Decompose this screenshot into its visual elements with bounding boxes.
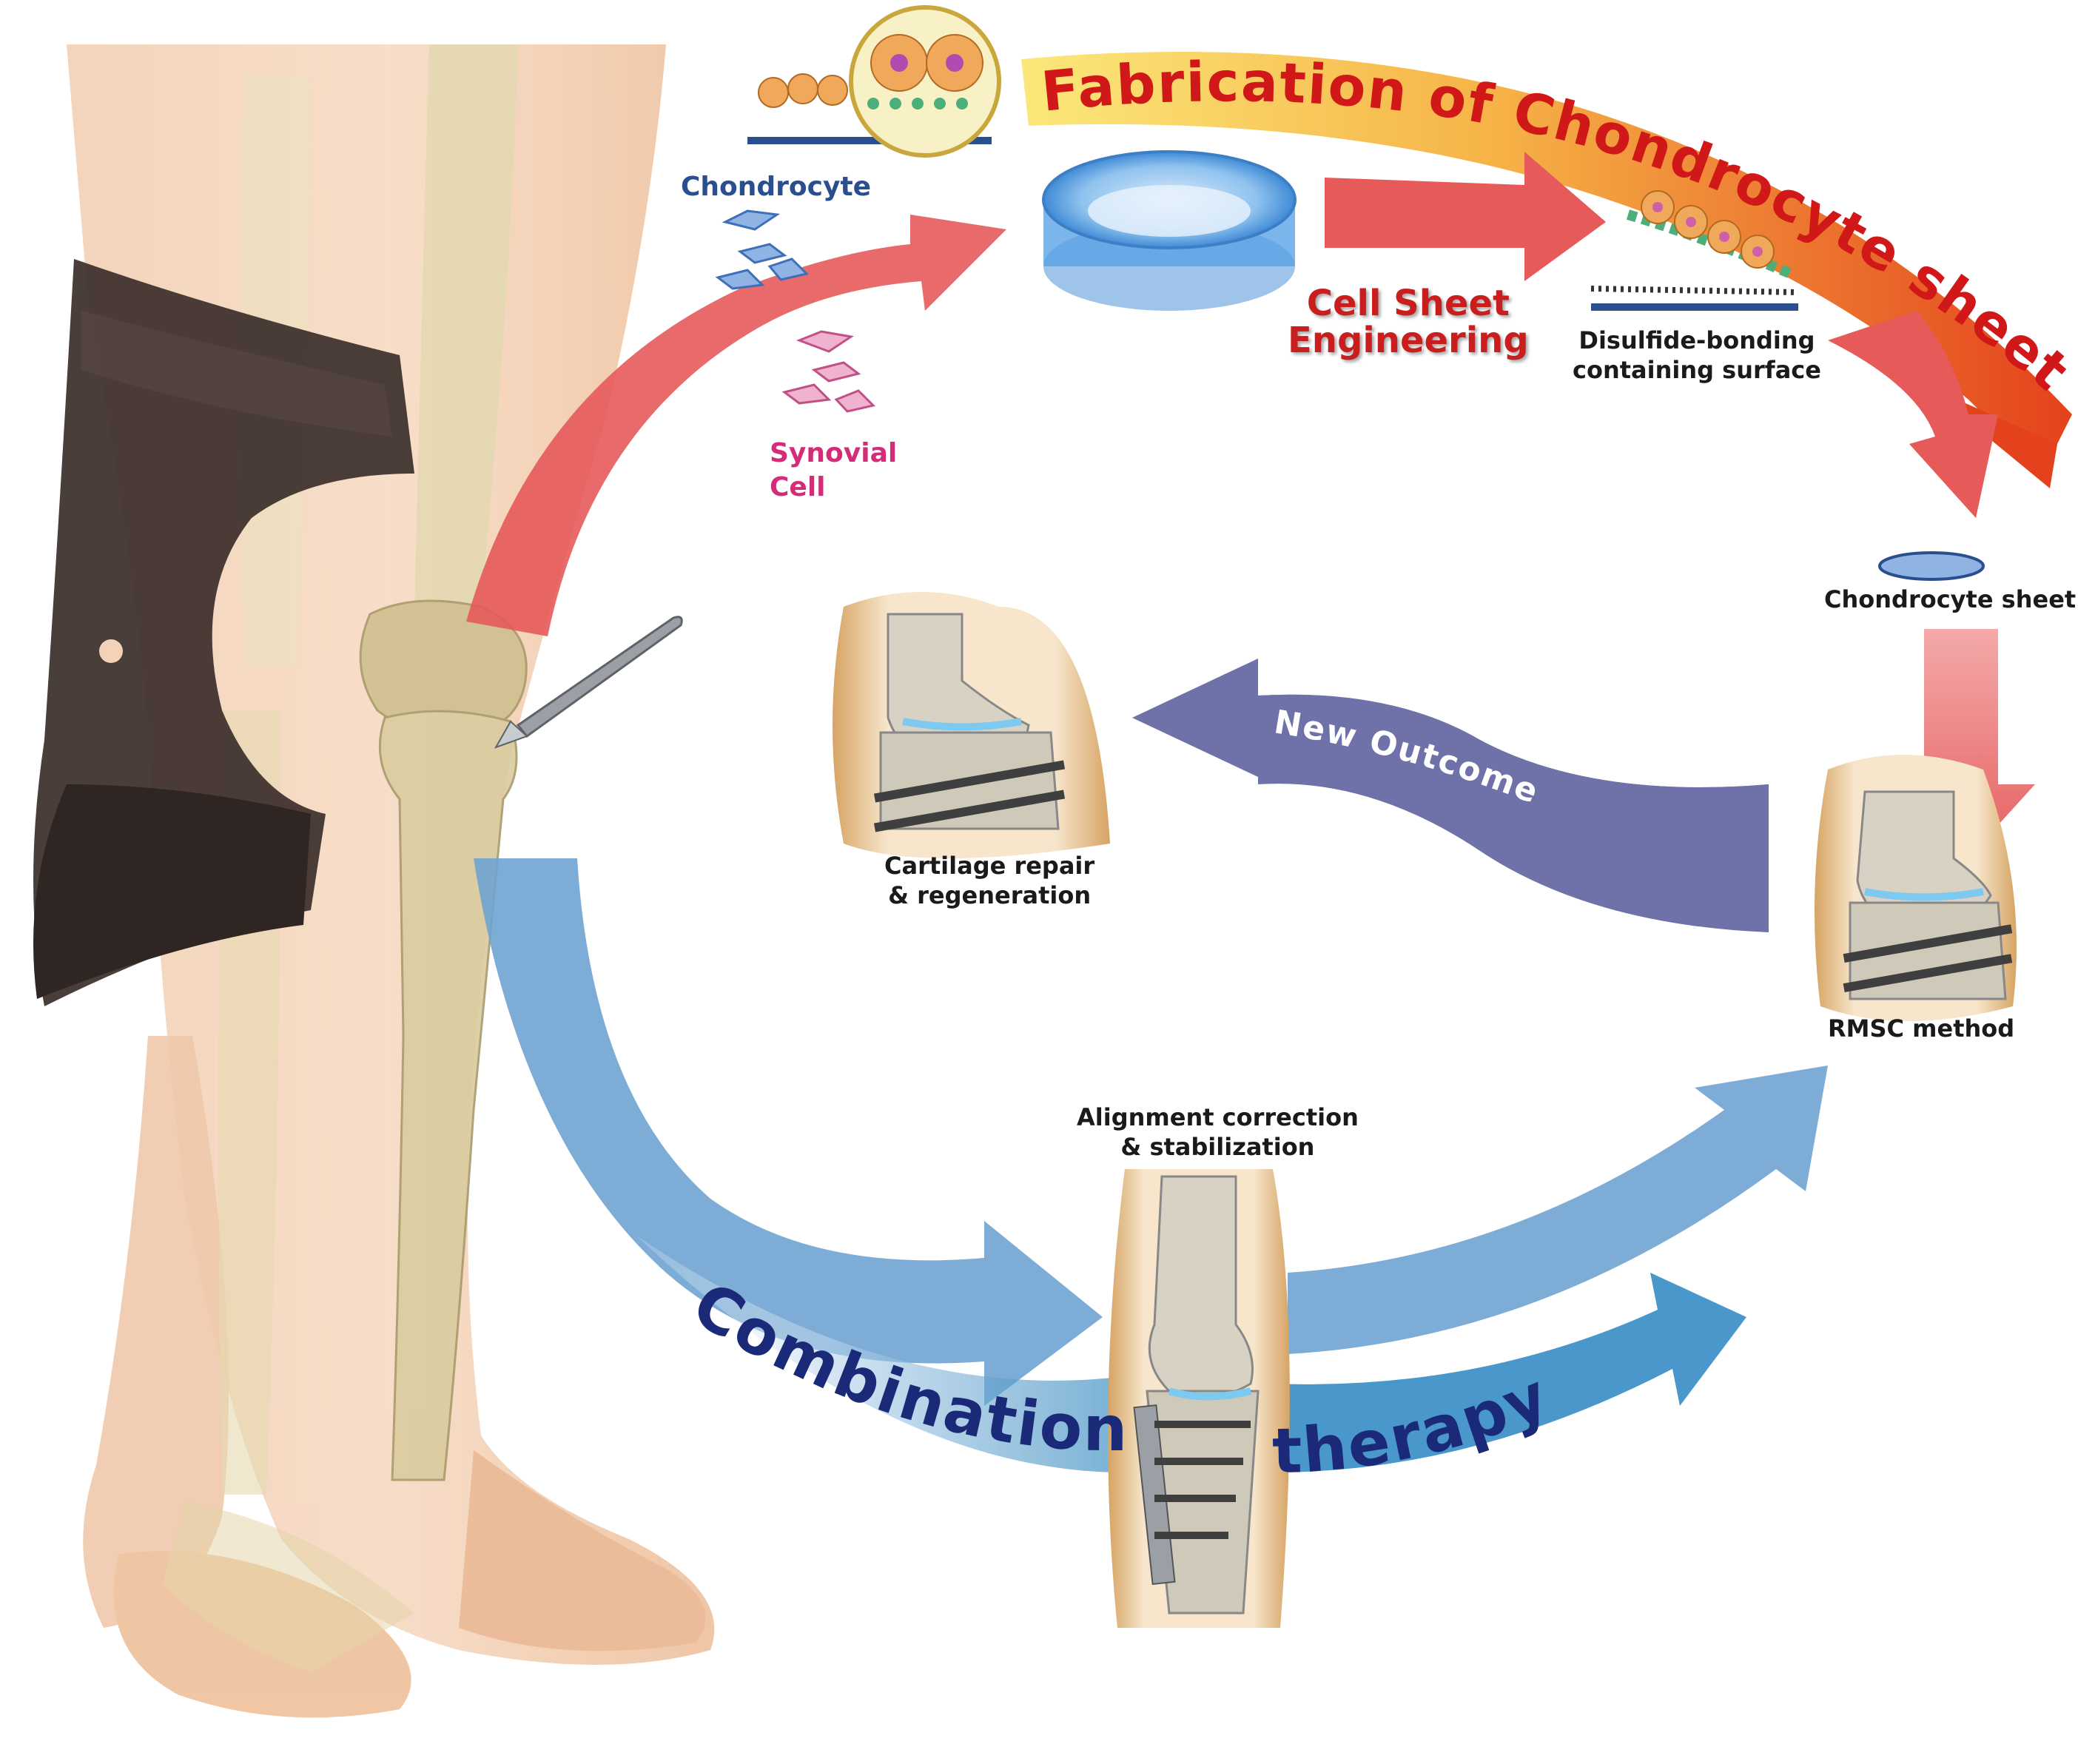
petri-dish-icon: [1042, 150, 1297, 311]
knee-panel-alignment: [1108, 1169, 1290, 1628]
label-cell-sheet-line1: Cell Sheet: [1306, 283, 1510, 324]
label-synovial-cell: Synovial Cell: [770, 437, 897, 505]
knee-brace: [33, 259, 414, 1006]
label-alignment-line2: & stabilization: [1120, 1133, 1315, 1161]
label-disulfide-surface: Disulfide-bonding containing surface: [1573, 326, 1821, 385]
label-disulfide-line2: containing surface: [1573, 356, 1821, 384]
red-arrow-to-sheet: [1828, 311, 1998, 518]
label-rmsc-method: RMSC method: [1828, 1014, 2015, 1043]
label-cell-sheet-line2: Engineering: [1288, 320, 1529, 361]
combination-therapy-band: [636, 1236, 1125, 1472]
label-synovial-line1: Synovial: [770, 438, 898, 468]
label-chondrocyte: Chondrocyte: [681, 172, 872, 202]
knee-panel-rmsc: [1815, 755, 2017, 1021]
blue-arrow-up: [1288, 1066, 1828, 1354]
red-arrow-to-dish: [466, 215, 1006, 636]
therapy-band: [1273, 1273, 1746, 1472]
knee-panel-cartilage: [833, 592, 1110, 858]
title-arc-band: [1021, 52, 2072, 474]
blue-arrow-down: [474, 858, 1103, 1406]
scalpel-icon: [494, 616, 683, 749]
label-disulfide-line1: Disulfide-bonding: [1578, 326, 1815, 354]
label-synovial-line2: Cell: [770, 472, 826, 502]
red-arrow-cell-sheet: [1325, 152, 1606, 281]
label-cartilage-line1: Cartilage repair: [884, 852, 1095, 880]
label-cartilage-line2: & regeneration: [888, 881, 1092, 909]
chondrocyte-sheet-icon: [1878, 551, 1985, 581]
cell-surface-top-icon: [747, 5, 1001, 158]
cell-surface-bottom-icon: [1590, 190, 1799, 311]
label-cartilage-repair: Cartilage repair & regeneration: [884, 851, 1094, 910]
label-alignment-correction: Alignment correction & stabilization: [1077, 1102, 1359, 1162]
label-cell-sheet-engineering: Cell Sheet Engineering: [1288, 285, 1529, 359]
purple-arrow-body: [1258, 694, 1769, 932]
chondrocyte-cells-icon: [715, 209, 809, 290]
synovial-cells-icon: [781, 330, 875, 413]
label-alignment-line1: Alignment correction: [1077, 1103, 1359, 1131]
label-chondrocyte-sheet: Chondrocyte sheet: [1824, 585, 2076, 613]
